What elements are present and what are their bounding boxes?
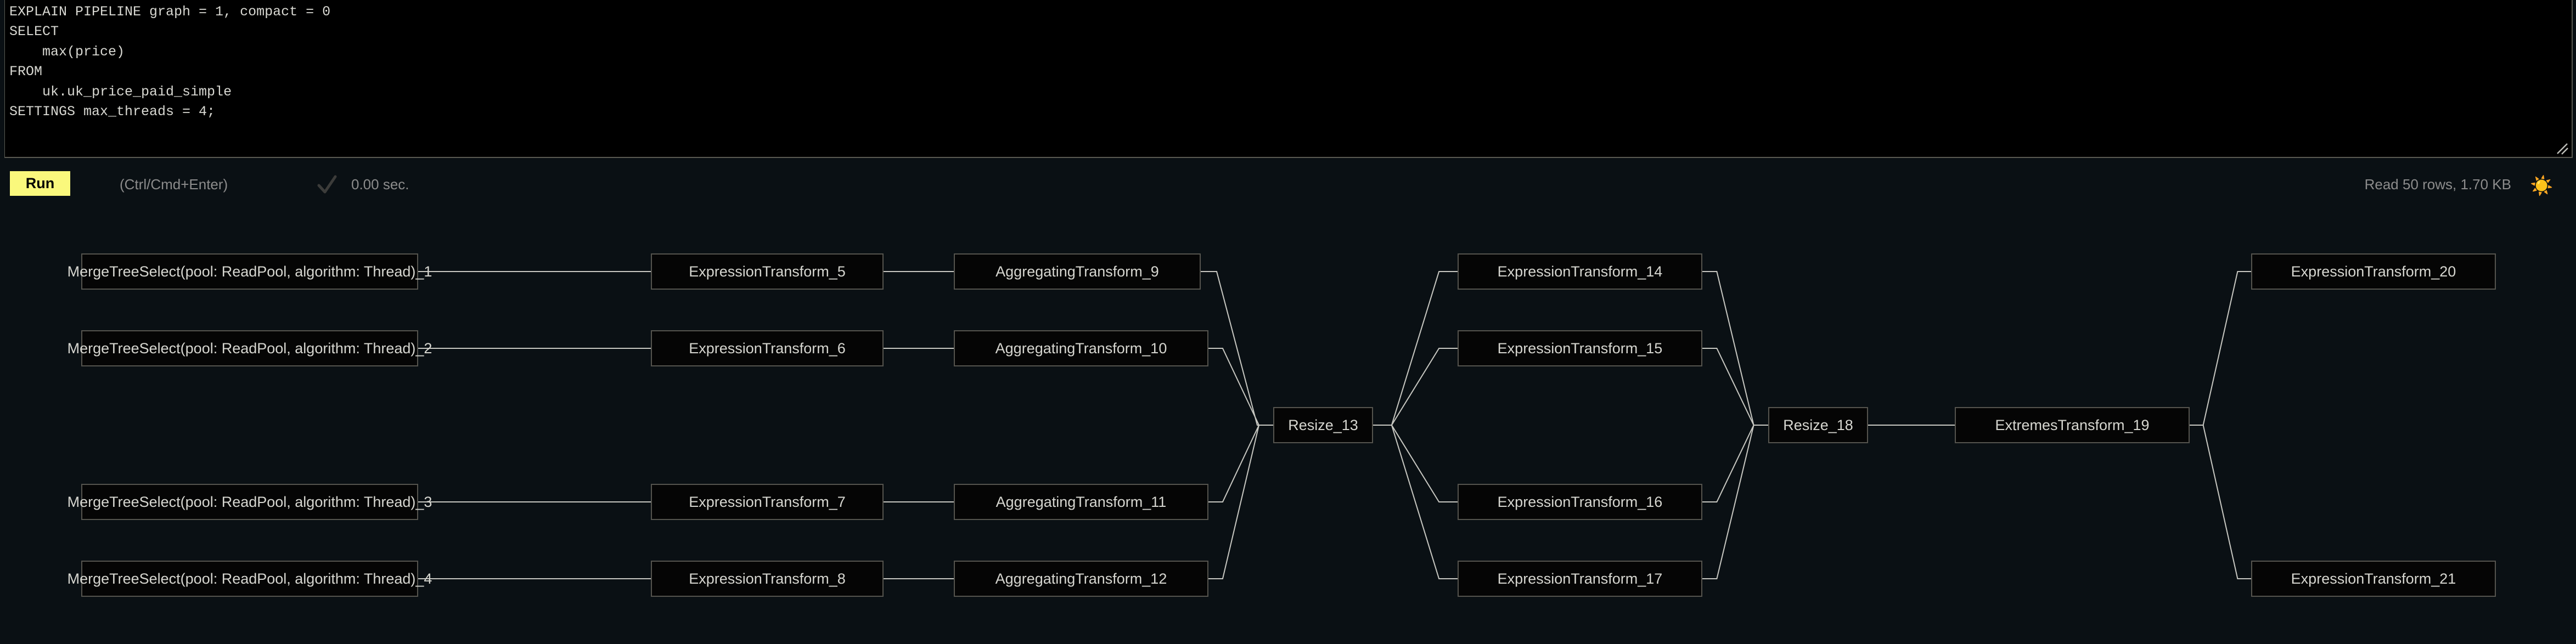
graph-edge-rz13-et17 — [1373, 425, 1458, 579]
graph-node-label: MergeTreeSelect(pool: ReadPool, algorith… — [67, 340, 432, 357]
graph-node-et14[interactable]: ExpressionTransform_14 — [1458, 253, 1702, 290]
graph-node-ex19[interactable]: ExtremesTransform_19 — [1955, 407, 2190, 443]
graph-node-label: MergeTreeSelect(pool: ReadPool, algorith… — [67, 263, 432, 280]
read-stats-label: Read 50 rows, 1.70 KB — [2364, 176, 2511, 193]
graph-node-label: AggregatingTransform_12 — [995, 570, 1167, 587]
graph-node-et16[interactable]: ExpressionTransform_16 — [1458, 484, 1702, 520]
graph-node-label: ExpressionTransform_17 — [1497, 570, 1663, 587]
run-button[interactable]: Run — [10, 171, 70, 196]
graph-node-mts1[interactable]: MergeTreeSelect(pool: ReadPool, algorith… — [68, 253, 432, 290]
graph-node-et20[interactable]: ExpressionTransform_20 — [2251, 253, 2496, 290]
check-icon — [317, 175, 337, 194]
graph-edge-ag12-rz13 — [1208, 425, 1273, 579]
graph-edge-ex19-et20 — [2190, 271, 2251, 426]
graph-node-label: AggregatingTransform_10 — [995, 340, 1167, 357]
resize-grip-icon[interactable] — [2553, 139, 2569, 156]
graph-node-label: MergeTreeSelect(pool: ReadPool, algorith… — [67, 493, 432, 510]
graph-node-ag11[interactable]: AggregatingTransform_11 — [954, 484, 1208, 520]
graph-node-mts4[interactable]: MergeTreeSelect(pool: ReadPool, algorith… — [68, 561, 432, 597]
graph-node-label: AggregatingTransform_9 — [995, 263, 1159, 280]
graph-node-label: ExpressionTransform_20 — [2291, 263, 2456, 280]
graph-node-label: ExpressionTransform_6 — [689, 340, 846, 357]
graph-edge-rz13-et16 — [1373, 425, 1458, 502]
graph-node-et7[interactable]: ExpressionTransform_7 — [651, 484, 884, 520]
graph-node-ag12[interactable]: AggregatingTransform_12 — [954, 561, 1208, 597]
elapsed-time-label: 0.00 sec. — [351, 176, 409, 193]
graph-node-ag9[interactable]: AggregatingTransform_9 — [954, 253, 1201, 290]
graph-edge-ex19-et21 — [2190, 425, 2251, 579]
graph-node-mts2[interactable]: MergeTreeSelect(pool: ReadPool, algorith… — [68, 330, 432, 366]
sql-editor-text[interactable]: EXPLAIN PIPELINE graph = 1, compact = 0 … — [9, 4, 331, 120]
graph-node-label: ExpressionTransform_8 — [689, 570, 846, 587]
graph-node-et15[interactable]: ExpressionTransform_15 — [1458, 330, 1702, 366]
graph-node-label: ExpressionTransform_15 — [1497, 340, 1663, 357]
graph-edge-ag11-rz13 — [1208, 425, 1273, 502]
graph-node-ag10[interactable]: AggregatingTransform_10 — [954, 330, 1208, 366]
graph-node-label: ExtremesTransform_19 — [1995, 416, 2150, 433]
graph-edge-rz13-et15 — [1373, 348, 1458, 426]
graph-node-label: ExpressionTransform_7 — [689, 493, 846, 510]
graph-node-label: ExpressionTransform_5 — [689, 263, 846, 280]
graph-node-rz13[interactable]: Resize_13 — [1273, 407, 1373, 443]
pipeline-graph-edges — [418, 271, 2251, 579]
graph-edge-et15-rz18 — [1702, 348, 1768, 426]
graph-node-et5[interactable]: ExpressionTransform_5 — [651, 253, 884, 290]
query-toolbar: Run (Ctrl/Cmd+Enter) 0.00 sec. Read 50 r… — [0, 160, 2576, 206]
graph-node-et8[interactable]: ExpressionTransform_8 — [651, 561, 884, 597]
graph-node-label: Resize_13 — [1288, 416, 1358, 433]
pipeline-graph: MergeTreeSelect(pool: ReadPool, algorith… — [0, 206, 2576, 644]
sql-editor[interactable]: EXPLAIN PIPELINE graph = 1, compact = 0 … — [4, 0, 2573, 158]
graph-node-mts3[interactable]: MergeTreeSelect(pool: ReadPool, algorith… — [68, 484, 432, 520]
graph-node-et21[interactable]: ExpressionTransform_21 — [2251, 561, 2496, 597]
graph-node-label: AggregatingTransform_11 — [995, 493, 1167, 510]
graph-node-label: Resize_18 — [1783, 416, 1853, 433]
sun-icon[interactable]: ☀️ — [2530, 176, 2553, 196]
graph-edge-et17-rz18 — [1702, 425, 1768, 579]
graph-edge-et16-rz18 — [1702, 425, 1768, 502]
graph-node-label: ExpressionTransform_14 — [1497, 263, 1663, 280]
graph-node-label: ExpressionTransform_16 — [1497, 493, 1663, 510]
graph-node-rz18[interactable]: Resize_18 — [1768, 407, 1868, 443]
graph-edge-ag10-rz13 — [1208, 348, 1273, 426]
graph-node-label: ExpressionTransform_21 — [2291, 570, 2456, 587]
graph-node-et6[interactable]: ExpressionTransform_6 — [651, 330, 884, 366]
shortcut-hint-label: (Ctrl/Cmd+Enter) — [120, 176, 228, 193]
graph-node-label: MergeTreeSelect(pool: ReadPool, algorith… — [67, 570, 432, 587]
graph-node-et17[interactable]: ExpressionTransform_17 — [1458, 561, 1702, 597]
